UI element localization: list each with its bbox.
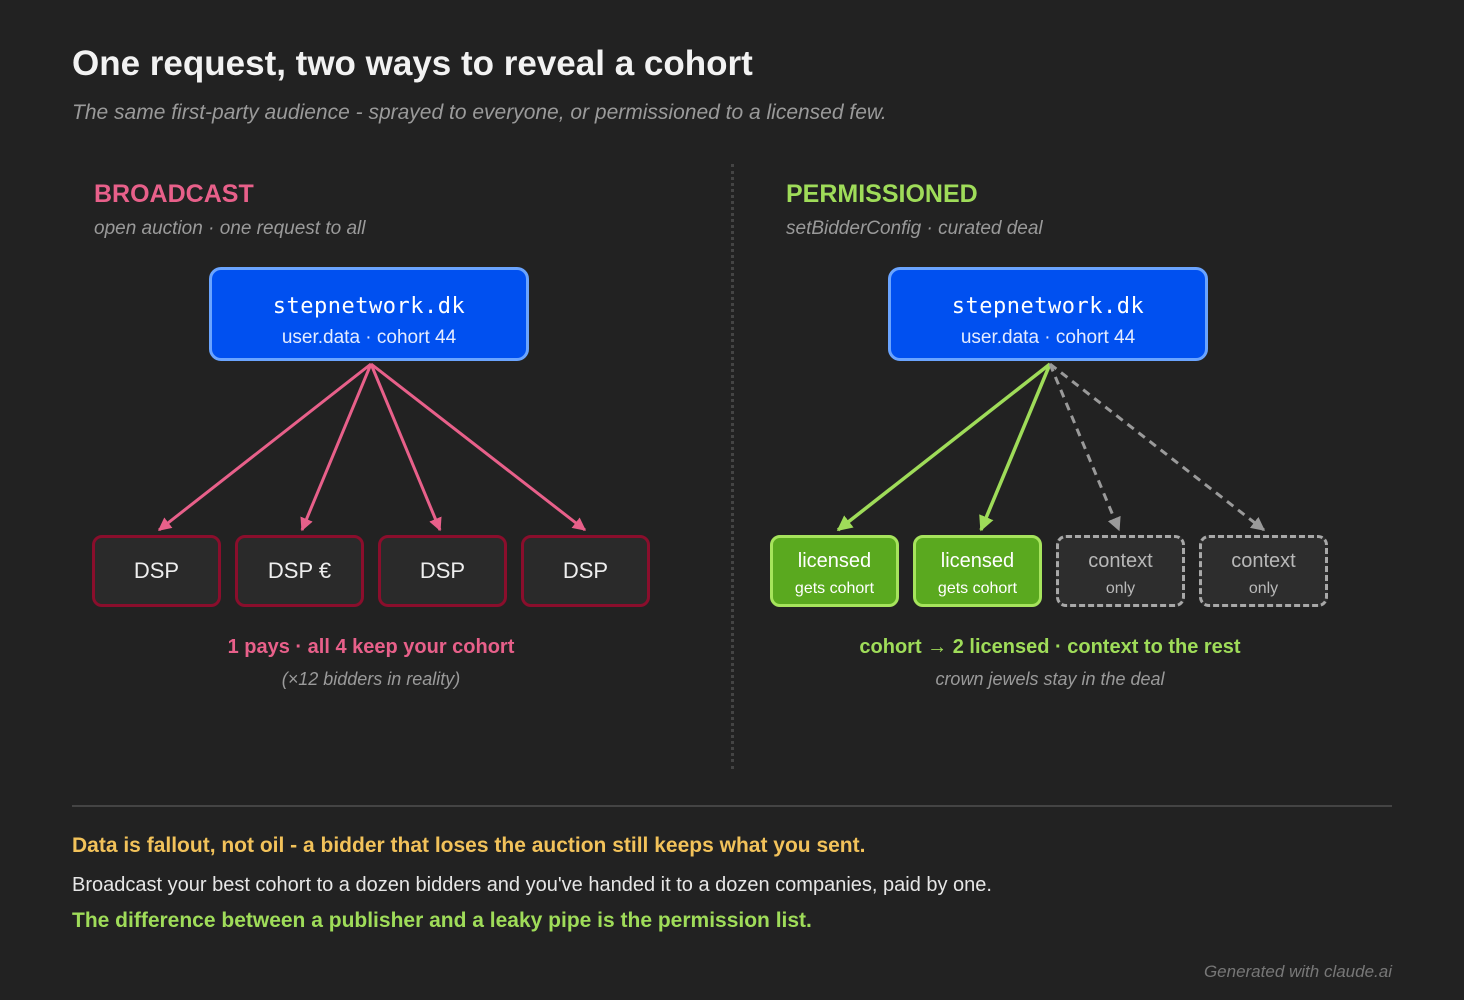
page-subtitle: The same first-party audience - sprayed … (72, 101, 887, 124)
broadcast-arrow-4 (370, 362, 587, 532)
broadcast-subtitle: open auction · one request to all (94, 218, 366, 239)
dsp-node: DSP (92, 535, 221, 607)
broadcast-arrow-3 (369, 363, 442, 532)
licensed-arrow-1 (836, 362, 1052, 532)
footer-body: Broadcast your best cohort to a dozen bi… (72, 874, 992, 896)
licensed-node: licensed gets cohort (913, 535, 1042, 607)
licensed-node: licensed gets cohort (770, 535, 899, 607)
broadcast-caption-sub: (×12 bidders in reality) (281, 669, 461, 689)
context-node: context only (1056, 535, 1185, 607)
context-arrow-2 (1049, 362, 1266, 532)
source-meta: user.data · cohort 44 (960, 327, 1136, 348)
source-meta: user.data · cohort 44 (281, 327, 457, 348)
source-domain: stepnetwork.dk (272, 294, 466, 319)
licensed-detail: gets cohort (794, 580, 875, 597)
permissioned-caption: cohort → 2 licensed · context to the res… (859, 636, 1241, 658)
footer-headline: Data is fallout, not oil - a bidder that… (72, 834, 866, 857)
dsp-node-paying: DSP € (235, 535, 364, 607)
broadcast-arrow-1 (157, 362, 372, 532)
context-label: context (1231, 550, 1296, 572)
dsp-node: DSP (378, 535, 507, 607)
credit-text: Generated with claude.ai (1203, 962, 1392, 981)
dsp-node: DSP (521, 535, 650, 607)
footer-divider (72, 805, 1392, 807)
permissioned-caption-sub: crown jewels stay in the deal (935, 669, 1165, 689)
context-detail: only (1248, 580, 1279, 597)
licensed-arrow-2 (979, 363, 1052, 532)
broadcast-title: BROADCAST (94, 180, 254, 208)
permissioned-subtitle: setBidderConfig · curated deal (786, 218, 1043, 239)
licensed-detail: gets cohort (937, 580, 1018, 597)
page-title: One request, two ways to reveal a cohort (72, 44, 753, 83)
footer-conclusion: The difference between a publisher and a… (72, 909, 812, 932)
licensed-label: licensed (940, 550, 1015, 572)
broadcast-arrow-2 (300, 363, 373, 532)
permissioned-source-node: stepnetwork.dk user.data · cohort 44 (888, 267, 1208, 361)
panel-divider (731, 164, 734, 769)
context-label: context (1088, 550, 1153, 572)
context-detail: only (1105, 580, 1136, 597)
context-arrow-1 (1048, 363, 1121, 532)
source-domain: stepnetwork.dk (951, 294, 1145, 319)
broadcast-caption: 1 pays · all 4 keep your cohort (227, 636, 515, 658)
broadcast-source-node: stepnetwork.dk user.data · cohort 44 (209, 267, 529, 361)
licensed-label: licensed (797, 550, 872, 572)
permissioned-title: PERMISSIONED (786, 180, 978, 208)
context-node: context only (1199, 535, 1328, 607)
